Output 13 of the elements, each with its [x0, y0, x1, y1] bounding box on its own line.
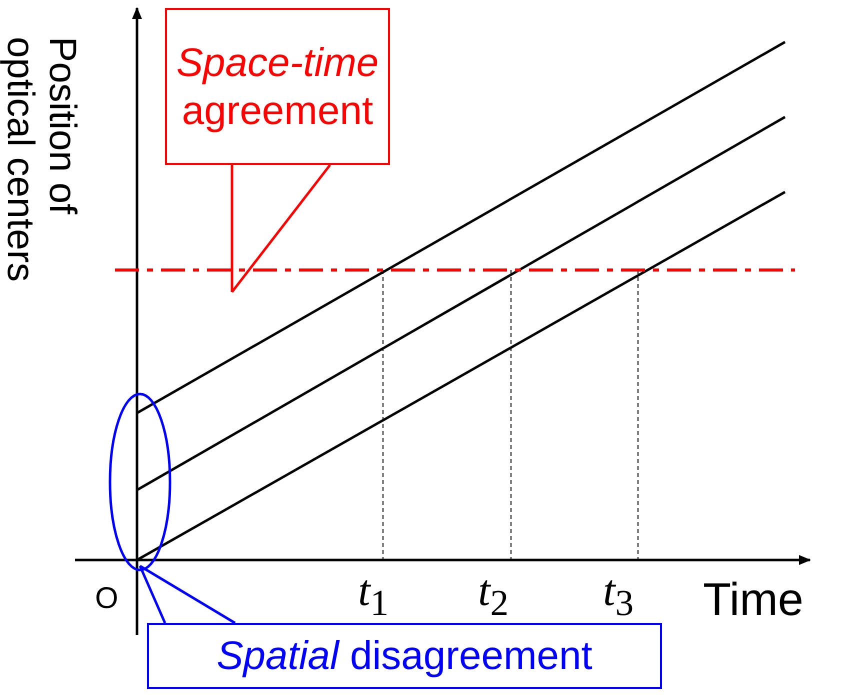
tick-label: t$_{3}$ — [603, 565, 634, 624]
origin-label: O — [95, 582, 118, 616]
highlight-ellipse — [108, 392, 172, 572]
tick-label: t$_{1}$ — [358, 565, 389, 624]
callout-box — [165, 8, 390, 165]
axis-title: Position of optical centers — [0, 36, 82, 284]
callout-text: Space-time agreement — [175, 40, 380, 134]
callout-pointer — [230, 164, 332, 294]
tick-label: t$_{2}$ — [478, 565, 509, 624]
callout-box — [147, 623, 662, 689]
callout-text: Spatial disagreement — [216, 633, 594, 680]
callout-pointer — [138, 564, 236, 624]
axis-title: Time — [703, 572, 804, 626]
